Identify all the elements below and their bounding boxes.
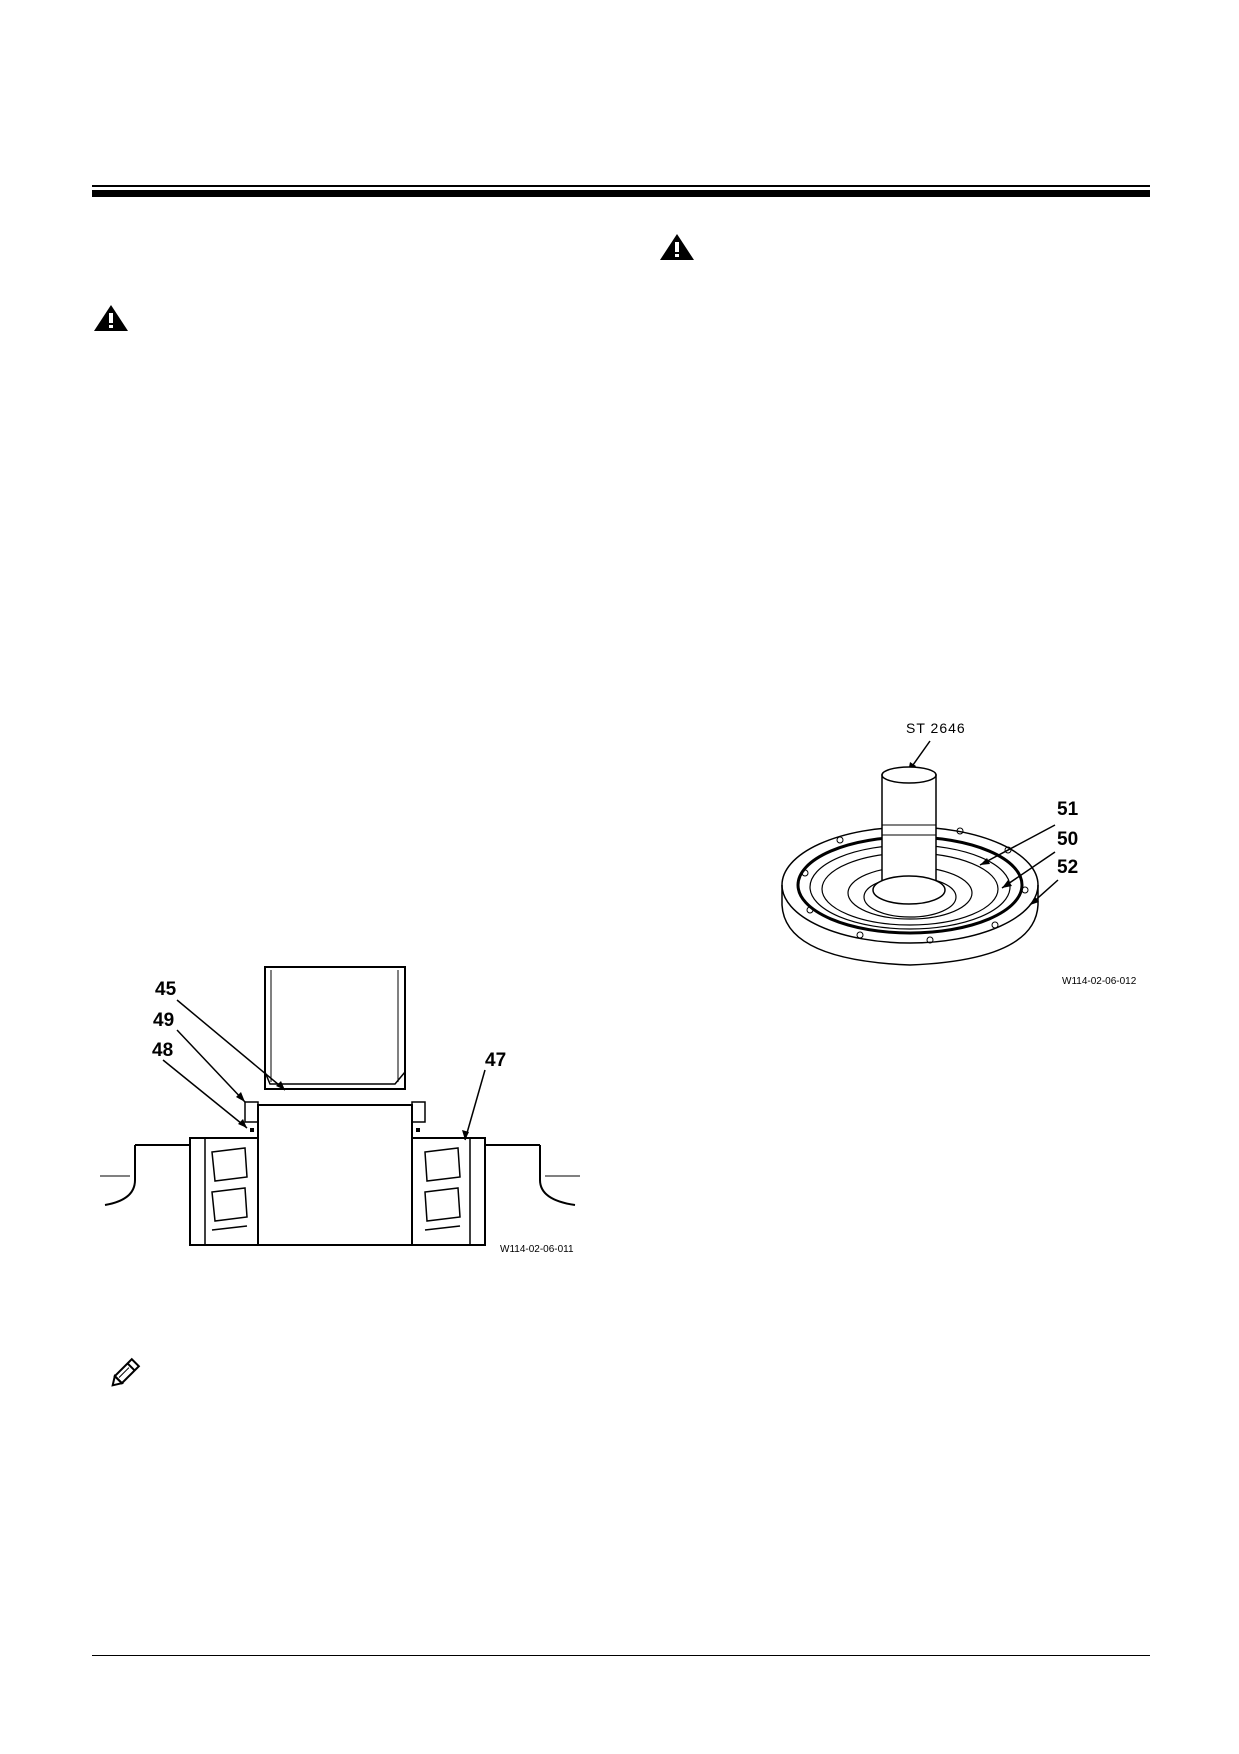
pencil-note-icon [106, 1356, 142, 1392]
callout-45: 45 [155, 979, 177, 1000]
header-rule-thick [92, 190, 1150, 197]
figure-code: W114-02-06-011 [500, 1244, 574, 1255]
callout-47: 47 [485, 1050, 506, 1071]
callout-48: 48 [152, 1040, 173, 1061]
footer-rule [92, 1655, 1150, 1656]
callout-49: 49 [153, 1010, 174, 1031]
callout-52: 52 [1057, 857, 1078, 878]
header-rule-thin [92, 185, 1150, 187]
warning-triangle-icon [92, 303, 130, 333]
seal-install-figure: ST 2646 51 50 [780, 715, 1160, 990]
callout-50: 50 [1057, 829, 1078, 850]
warning-triangle-icon [658, 232, 696, 262]
callout-51: 51 [1057, 799, 1079, 820]
tool-label: ST 2646 [906, 720, 966, 736]
figure-code: W114-02-06-012 [1062, 976, 1137, 987]
bearing-section-figure: 45 49 48 47 W114-02-06-011 [95, 960, 595, 1260]
